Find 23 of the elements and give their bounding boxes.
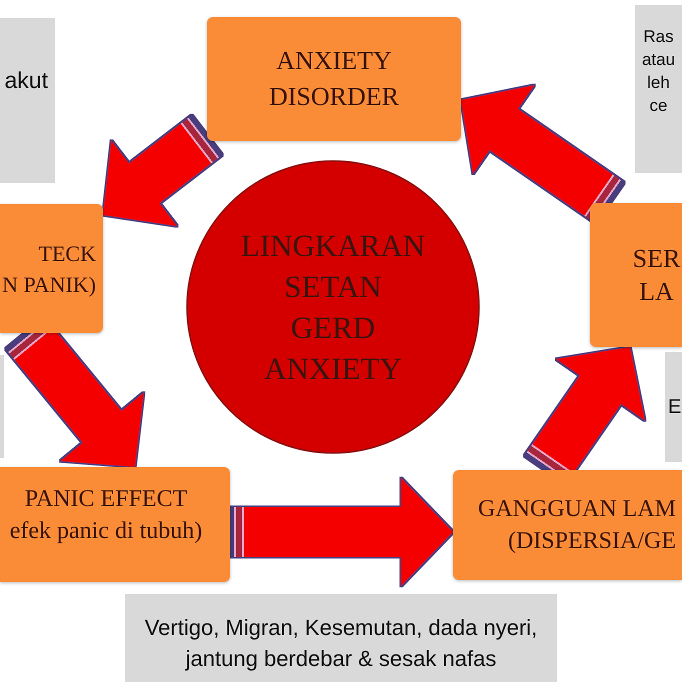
- note-text: Vertigo, Migran, Kesemutan, dada nyeri, jantung berdebar & sesak nafas: [144, 614, 538, 673]
- stage-box: [453, 470, 682, 580]
- circle-title: LINGKARAN SETAN GERD ANXIETY: [240, 227, 426, 388]
- stage-label: SER LA: [632, 243, 680, 308]
- note-box: [665, 352, 682, 462]
- stage-box: [207, 17, 461, 141]
- note-box: [635, 5, 682, 173]
- stage-label: TECK: [38, 240, 96, 268]
- block-arrow: [230, 478, 453, 586]
- stage-label: ANXIETY DISORDER: [268, 45, 400, 113]
- note-text: E: [668, 395, 682, 419]
- stage-box: [590, 203, 682, 347]
- note-box: [0, 18, 55, 183]
- note-text: akut: [4, 66, 48, 94]
- note-text: Ras atau leh ce: [642, 26, 676, 117]
- stage-box: [0, 204, 103, 333]
- note-box: [125, 594, 557, 682]
- stage-label: N PANIK): [2, 270, 96, 298]
- note-box: [0, 355, 4, 458]
- stage-label: efek panic di tubuh): [10, 516, 202, 546]
- stage-box: [0, 467, 230, 582]
- stage-label: PANIC EFFECT: [24, 484, 188, 514]
- stage-label: GANGGUAN LAM (DISPERSIA/GE: [477, 495, 676, 556]
